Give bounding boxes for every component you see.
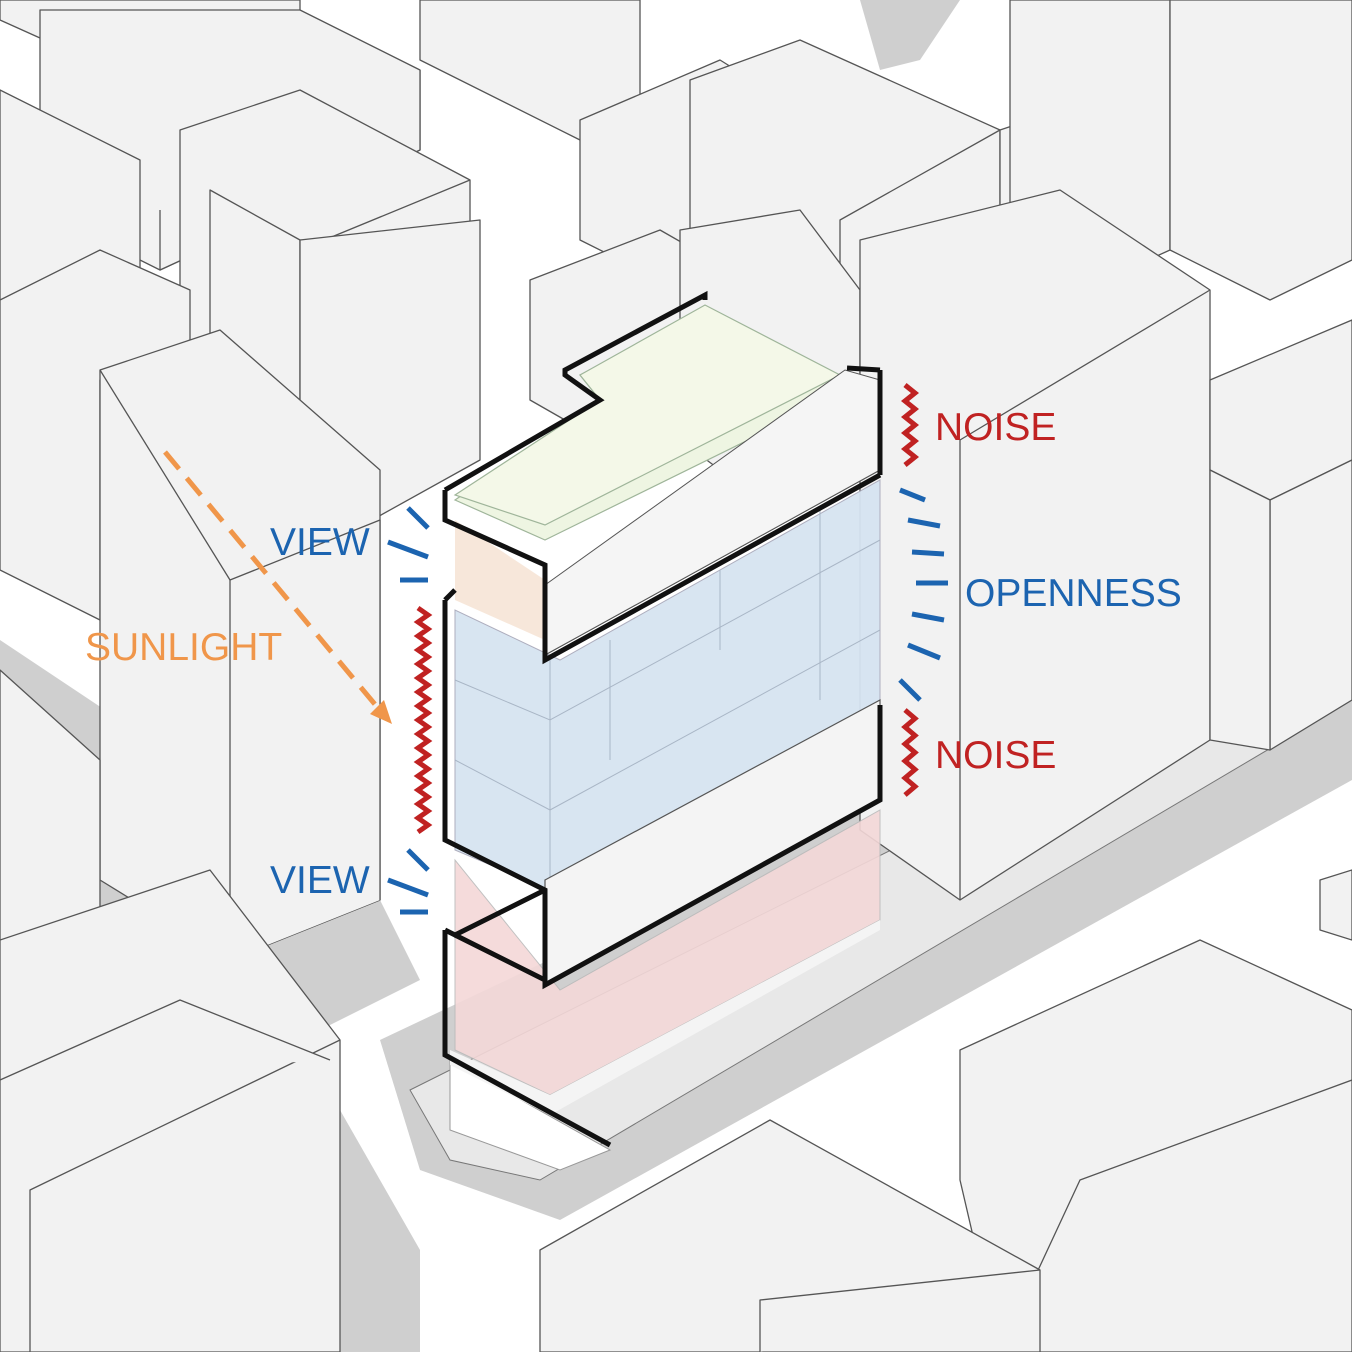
annotations [163,383,948,915]
context-building [0,999,331,1081]
openness-tick [907,642,941,661]
noise-zigzag-bottom [901,708,919,797]
label-openness: OPENNESS [965,572,1182,615]
sunlight-arrow [163,450,380,710]
view-tick [406,848,430,872]
context-building [29,1039,341,1352]
road-top [860,0,960,70]
main-building [442,290,883,1171]
label-view-bottom: VIEW [270,859,370,902]
context-building [959,289,1211,900]
view-tick [387,539,429,560]
orange-volume [455,520,545,640]
context-building [1169,0,1352,301]
openness-tick [911,549,945,557]
building-outline [442,290,883,1148]
context-building [1319,869,1352,941]
label-view-top: VIEW [270,521,370,564]
view-tick [387,877,429,898]
openness-tick [907,517,941,529]
openness-tick [911,611,945,623]
label-noise-bottom: NOISE [935,734,1056,777]
label-noise-top: NOISE [935,406,1056,449]
context-building [759,1269,1041,1352]
view-tick [406,506,430,530]
context-building [1209,469,1271,751]
lobby-volume [449,1059,612,1171]
openness-tick [898,678,922,702]
label-sunlight: SUNLIGHT [85,626,282,669]
noise-zigzag-top [900,383,920,467]
context-building [99,369,231,581]
blue-volume-floor-lines [454,510,881,890]
context-building [1269,459,1352,751]
openness-tick [899,487,926,503]
sunlight-arrow-head [370,700,392,724]
noise-zigzag-left [413,605,433,835]
